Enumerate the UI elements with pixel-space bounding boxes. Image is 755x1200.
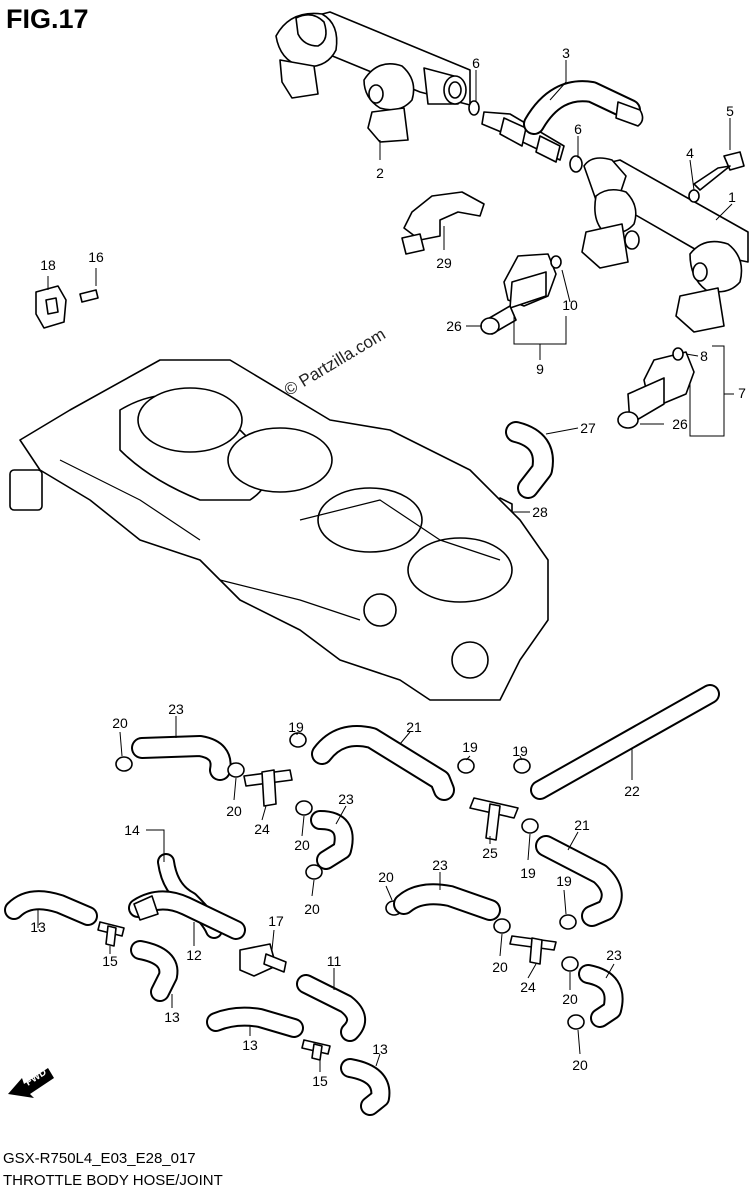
- callout-13: 13: [372, 1041, 388, 1057]
- hose-13-c: [206, 1006, 304, 1038]
- clips: [115, 732, 585, 1030]
- callout-23: 23: [338, 791, 354, 807]
- callout-28: 28: [532, 504, 548, 520]
- callout-20: 20: [562, 991, 578, 1007]
- clamp-29: [401, 191, 485, 255]
- cushion-26: [480, 317, 500, 335]
- callout-19: 19: [288, 719, 304, 735]
- hose-13-b: [130, 940, 179, 1002]
- callout-23: 23: [168, 701, 184, 717]
- callout-20: 20: [112, 715, 128, 731]
- joint-24-b: [509, 935, 557, 965]
- injector-9: [485, 253, 557, 335]
- callout-10: 10: [562, 297, 578, 313]
- callout-2: 2: [376, 165, 384, 181]
- joint-25: [469, 797, 519, 841]
- callout-3: 3: [562, 45, 570, 61]
- callout-24: 24: [254, 821, 270, 837]
- cushion-26b: [617, 411, 639, 429]
- callout-19: 19: [462, 739, 478, 755]
- callout-13: 13: [30, 919, 46, 935]
- fuel-joint-pipe: [481, 111, 565, 163]
- o-ring-8: [672, 347, 684, 361]
- callout-25: 25: [482, 845, 498, 861]
- callout-12: 12: [186, 947, 202, 963]
- callout-6: 6: [472, 55, 480, 71]
- hose-23-c: [393, 883, 501, 921]
- callout-14: 14: [124, 822, 140, 838]
- callout-17: 17: [268, 913, 284, 929]
- callout-29: 29: [436, 255, 452, 271]
- callout-15: 15: [312, 1073, 328, 1089]
- callout-6: 6: [574, 121, 582, 137]
- callout-8: 8: [700, 348, 708, 364]
- leader-lines: [37, 60, 734, 1072]
- figure-title: FIG.17: [6, 4, 89, 34]
- callout-20: 20: [378, 869, 394, 885]
- callout-22: 22: [624, 783, 640, 799]
- hose-11: [296, 974, 366, 1042]
- callout-5: 5: [726, 103, 734, 119]
- callout-20: 20: [304, 901, 320, 917]
- joint-24-a: [243, 769, 293, 807]
- callout-26: 26: [672, 416, 688, 432]
- callout-7: 7: [738, 385, 746, 401]
- callout-19: 19: [520, 865, 536, 881]
- o-ring-6: [468, 100, 480, 116]
- o-ring-10: [550, 255, 562, 269]
- hose-23-a: [131, 735, 232, 781]
- hose-23-d: [578, 964, 624, 1028]
- hose-22: [530, 684, 720, 800]
- fuel-hose-3: [523, 80, 644, 135]
- callout-26: 26: [446, 318, 462, 334]
- hose-12: [128, 890, 246, 940]
- callout-13: 13: [242, 1037, 258, 1053]
- callout-13: 13: [164, 1009, 180, 1025]
- bolt-5: [693, 151, 745, 191]
- callout-19: 19: [556, 873, 572, 889]
- callout-19: 19: [512, 743, 528, 759]
- callout-9: 9: [536, 361, 544, 377]
- throttle-body: [9, 359, 549, 701]
- washer-4: [688, 189, 700, 203]
- callout-15: 15: [102, 953, 118, 969]
- fuel-rail-1: [581, 157, 749, 333]
- callout-20: 20: [492, 959, 508, 975]
- joint-17: [239, 943, 287, 977]
- hose-13-d: [340, 1058, 391, 1116]
- callout-20: 20: [294, 837, 310, 853]
- o-ring-6b: [569, 155, 583, 173]
- hose-27: [505, 421, 554, 499]
- hose-23-b: [310, 810, 354, 870]
- callout-23: 23: [606, 947, 622, 963]
- screw-16: [79, 289, 99, 303]
- callout-4: 4: [686, 145, 694, 161]
- hose-21-a: [311, 725, 455, 801]
- callout-23: 23: [432, 857, 448, 873]
- callout-18: 18: [40, 257, 56, 273]
- callout-11: 11: [327, 953, 342, 969]
- joint-15-a: [97, 921, 125, 947]
- callout-20: 20: [226, 803, 242, 819]
- section-name: THROTTLE BODY HOSE/JOINT: [3, 1172, 223, 1189]
- callout-21: 21: [574, 817, 590, 833]
- hose-21-b: [535, 835, 623, 927]
- model-code: GSX-R750L4_E03_E28_017: [3, 1150, 196, 1167]
- callout-20: 20: [572, 1057, 588, 1073]
- callout-27: 27: [580, 420, 596, 436]
- callout-labels: 3 6 5 6 4 1 2 29 18 16 10 26 9 8 7 27 26…: [30, 45, 746, 1089]
- joint-15-b: [301, 1039, 331, 1061]
- sensor-18: [35, 285, 67, 329]
- injector-7: [627, 351, 695, 425]
- fwd-direction-arrow: FWD: [8, 1067, 54, 1098]
- fuel-rail-upper: [275, 11, 471, 143]
- callout-16: 16: [88, 249, 104, 265]
- callout-1: 1: [728, 189, 736, 205]
- callout-21: 21: [406, 719, 422, 735]
- callout-24: 24: [520, 979, 536, 995]
- hose-13-a: [4, 890, 98, 926]
